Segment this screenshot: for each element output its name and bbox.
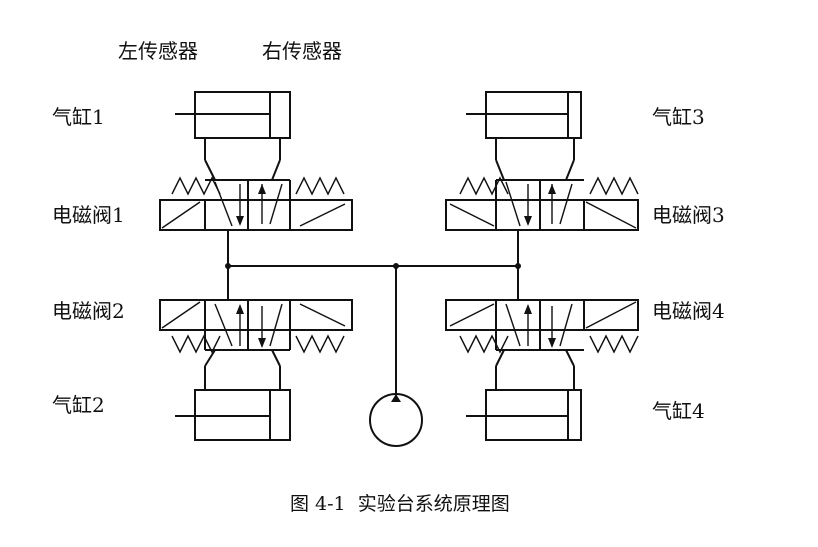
solenoid-valve-2 <box>159 299 353 367</box>
cylinder-4-label: 气缸4 <box>652 399 705 423</box>
cylinder-1-label: 气缸1 <box>52 105 105 129</box>
cylinder-1 <box>175 91 291 160</box>
supply-manifold <box>225 230 521 398</box>
cylinder-3 <box>466 91 582 160</box>
solenoid-valve-4 <box>445 299 639 367</box>
valve-3-label: 电磁阀3 <box>652 203 725 227</box>
valve-1-label: 电磁阀1 <box>52 203 125 227</box>
left-sensor-label: 左传感器 <box>118 39 198 63</box>
cylinder-4 <box>466 366 582 441</box>
cylinder-3-label: 气缸3 <box>652 105 705 129</box>
right-sensor-label: 右传感器 <box>262 39 342 63</box>
solenoid-valve-3 <box>445 159 639 231</box>
cylinder-2 <box>175 366 291 441</box>
cylinder-2-label: 气缸2 <box>52 393 105 417</box>
figure-caption: 图 4-1 实验台系统原理图 <box>290 493 510 515</box>
valve-4-label: 电磁阀4 <box>652 299 725 323</box>
solenoid-valve-1 <box>159 159 353 231</box>
valve-2-label: 电磁阀2 <box>52 299 125 323</box>
air-source <box>369 393 423 447</box>
